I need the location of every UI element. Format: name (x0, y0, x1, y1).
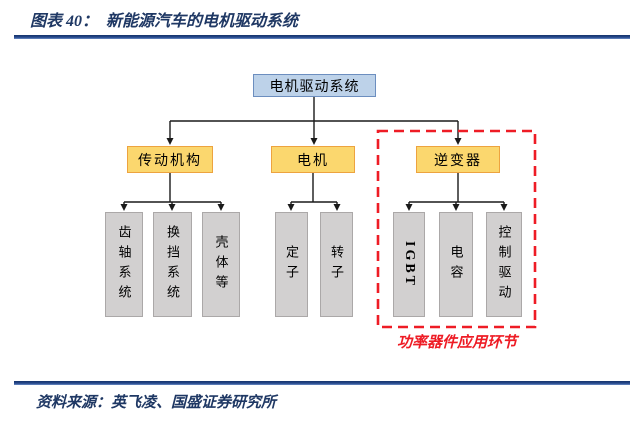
node-label: 传动机构 (138, 153, 202, 169)
bottom-divider (14, 381, 630, 385)
node-label: 转子 (329, 244, 344, 285)
node-igbt: IGBT (393, 212, 425, 317)
node-rotor: 转子 (320, 212, 353, 317)
inverter-children-connector (408, 173, 505, 205)
node-motor: 电机 (271, 146, 355, 173)
top-divider (14, 35, 630, 39)
node-label: 电机驱动系统 (269, 79, 360, 95)
motor-children-connector (290, 173, 338, 205)
node-control-drive: 控制驱动 (486, 212, 522, 317)
transmission-children-connector (123, 173, 222, 205)
node-label: 控制驱动 (496, 224, 512, 305)
node-inverter: 逆变器 (416, 146, 500, 173)
node-housing-etc: 壳体等 (202, 212, 240, 317)
node-label: IGBT (402, 240, 417, 288)
figure-title: 新能源汽车的电机驱动系统 (106, 13, 299, 30)
node-motor-drive-system: 电机驱动系统 (253, 74, 376, 97)
node-capacitor: 电容 (439, 212, 473, 317)
figure-number: 图表 40： (30, 13, 99, 30)
node-label: 齿轴系统 (116, 224, 132, 305)
node-stator: 定子 (275, 212, 308, 317)
power-device-annotation: 功率器件应用环节 (396, 335, 517, 351)
node-gear-shift-system: 换挡系统 (153, 212, 192, 317)
root-to-level2-connector (169, 97, 459, 139)
node-label: 逆变器 (434, 153, 482, 169)
node-label: 壳体等 (213, 234, 229, 295)
node-transmission-mechanism: 传动机构 (127, 146, 213, 173)
node-label: 电容 (448, 244, 464, 285)
node-gear-shaft-system: 齿轴系统 (105, 212, 143, 317)
figure-header: 图表 40： 新能源汽车的电机驱动系统 (30, 7, 298, 31)
node-label: 换挡系统 (165, 224, 180, 305)
node-label: 电机 (297, 153, 329, 169)
node-label: 定子 (284, 244, 299, 285)
source-note: 资料来源：英飞凌、国盛证券研究所 (36, 395, 277, 411)
